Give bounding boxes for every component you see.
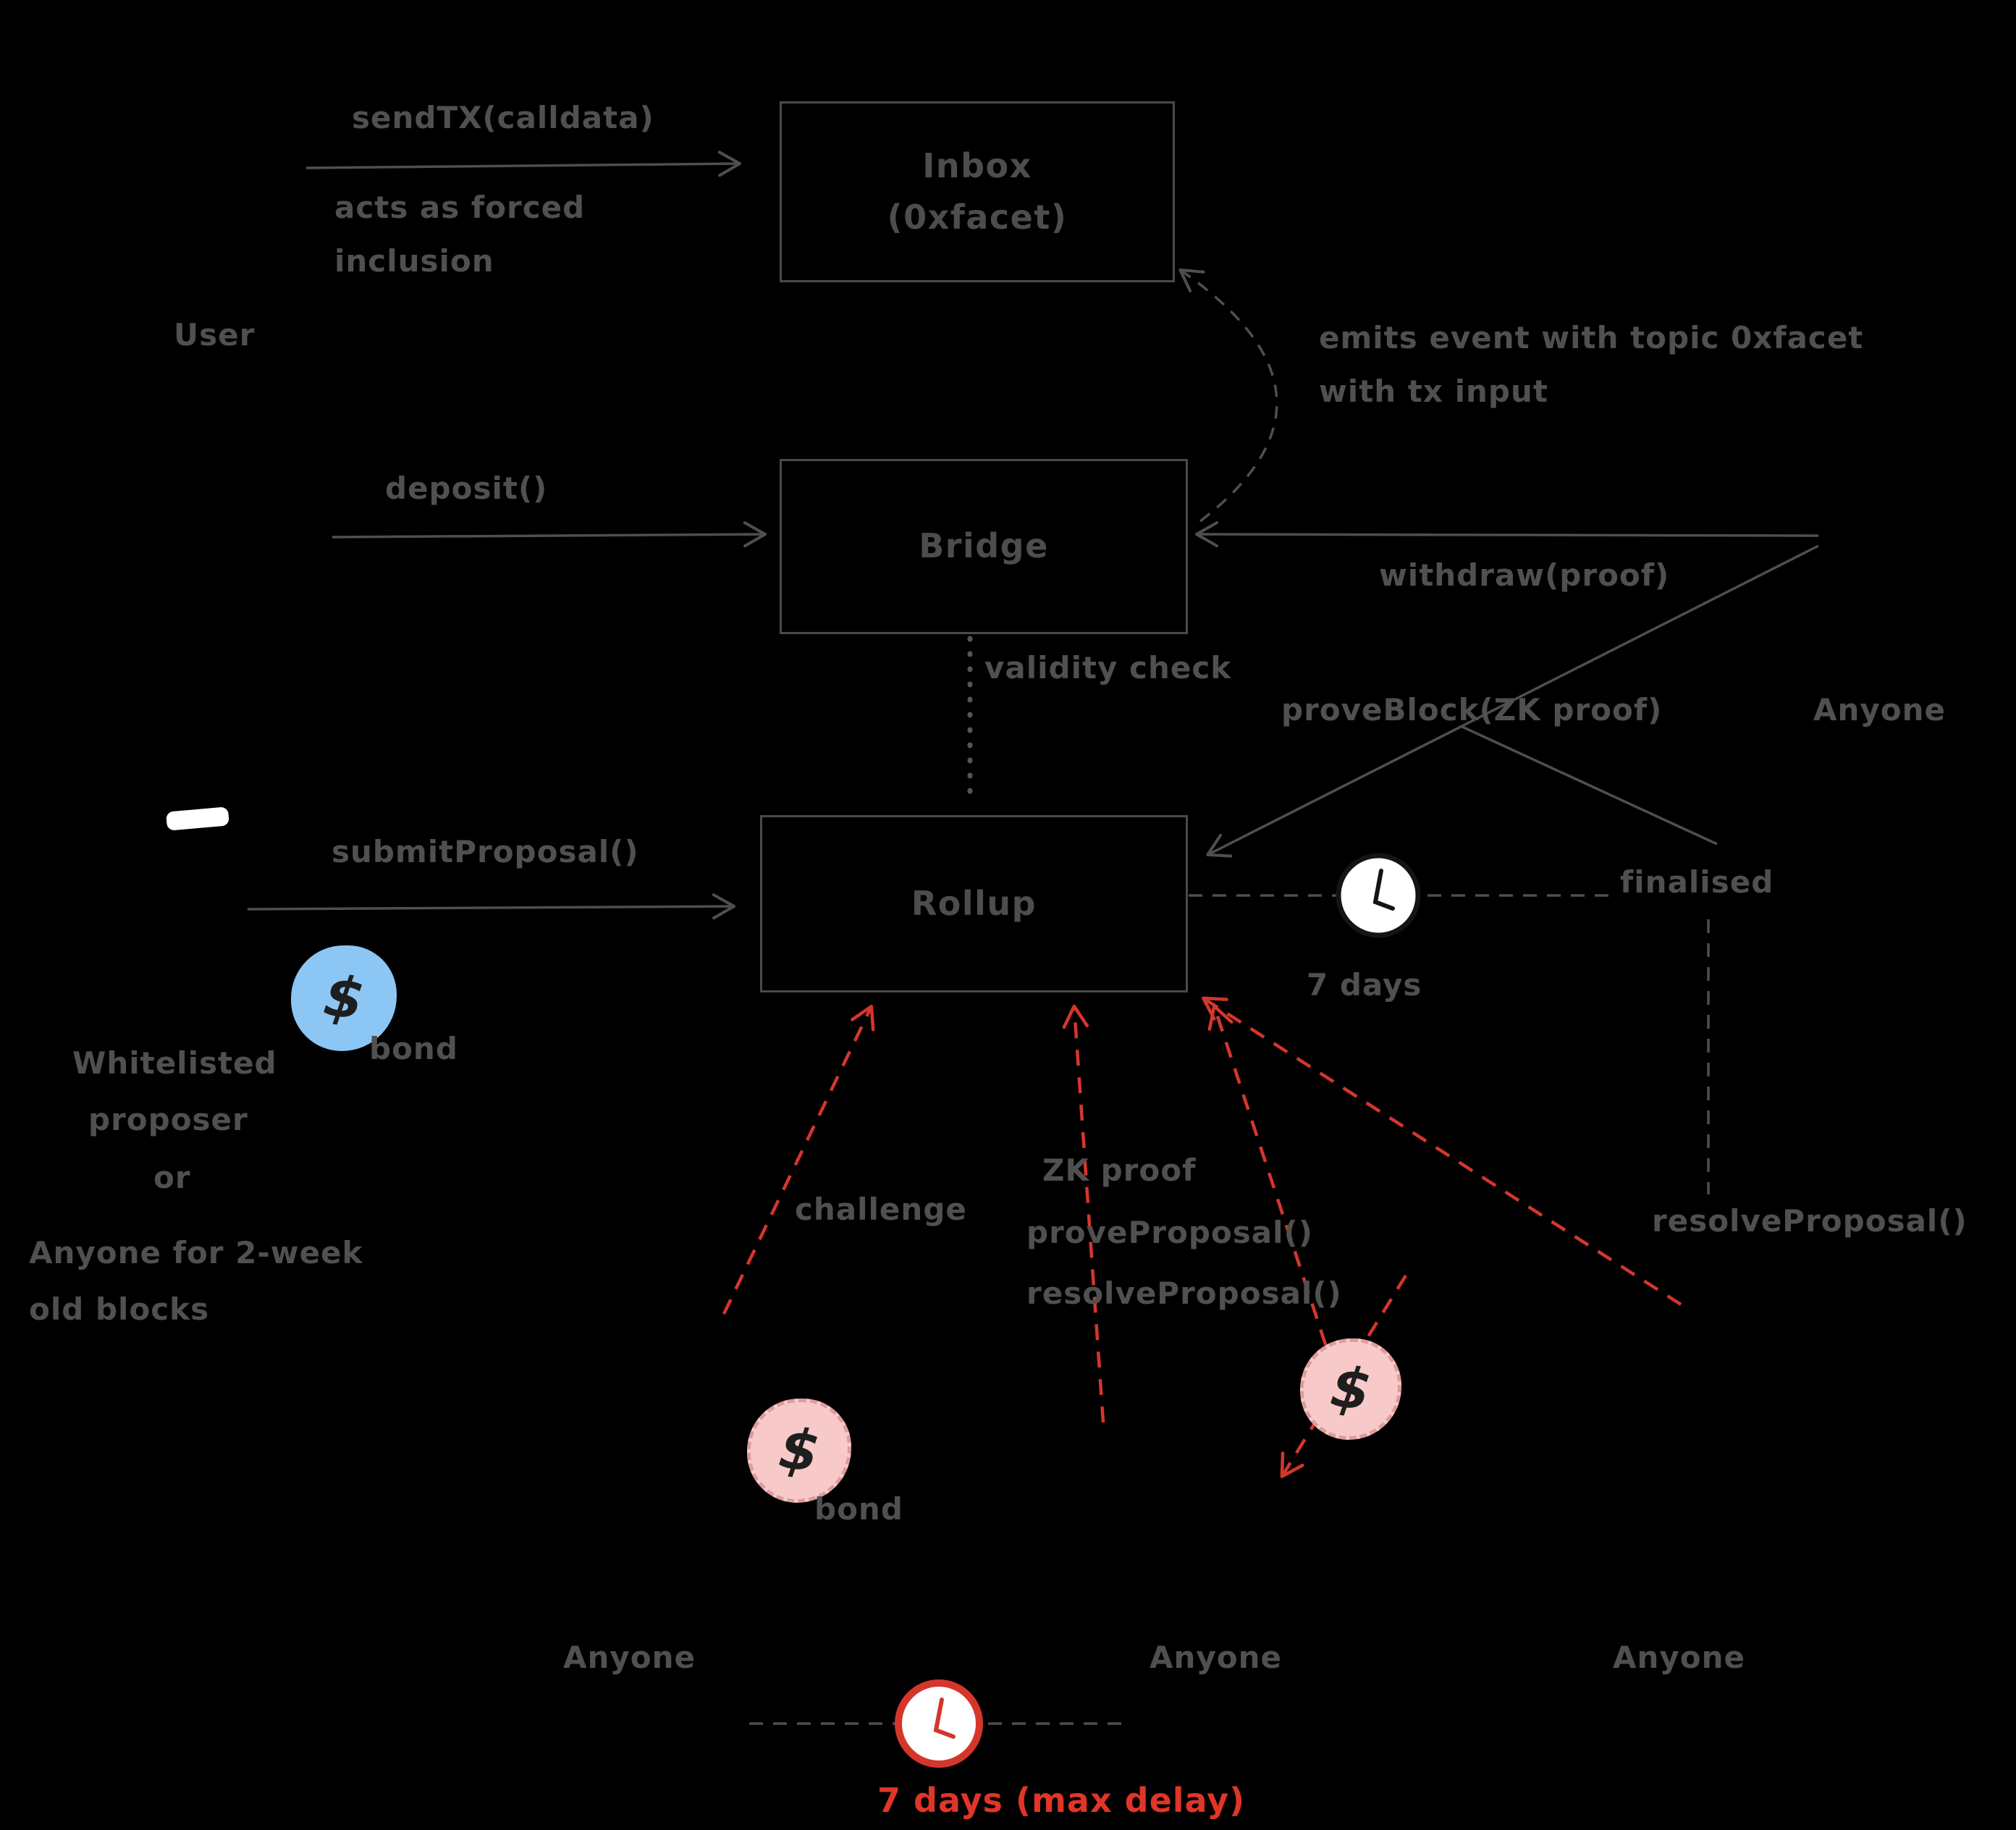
label-withdraw: withdraw(proof) xyxy=(1379,557,1670,593)
label-anyone-bottom-left: Anyone xyxy=(563,1640,696,1675)
label-whitelisted-3: or xyxy=(153,1160,191,1195)
label-emits-event-2: with tx input xyxy=(1319,374,1548,409)
label-whitelisted-4: Anyone for 2-week xyxy=(29,1235,363,1270)
arrow-submit-proposal xyxy=(247,893,735,920)
label-whitelisted-1: Whitelisted xyxy=(72,1045,277,1081)
dollar-icon: $ xyxy=(319,963,368,1034)
rollup-box: Rollup xyxy=(760,815,1188,992)
bond-coin-pink-right: $ xyxy=(1300,1338,1401,1440)
line-prove-block-branch xyxy=(1462,725,1718,846)
label-prove-block: proveBlock(ZK proof) xyxy=(1281,692,1663,728)
arrow-prove-block xyxy=(1206,544,1819,858)
dollar-icon: $ xyxy=(775,1415,824,1486)
label-anyone-top-right: Anyone xyxy=(1813,692,1947,728)
label-validity-check: validity check xyxy=(984,650,1232,686)
label-prove-proposal: proveProposal() xyxy=(1026,1215,1313,1250)
label-forced-inclusion-1: acts as forced xyxy=(334,190,586,225)
label-zk-proof: ZK proof xyxy=(1042,1152,1197,1188)
label-submit-proposal: submitProposal() xyxy=(332,834,639,869)
arrow-deposit xyxy=(332,521,767,548)
arrow-resolve-proposal-right xyxy=(1202,996,1682,1306)
label-send-tx: sendTX(calldata) xyxy=(352,100,654,135)
label-anyone-bottom-right: Anyone xyxy=(1613,1640,1746,1675)
label-whitelisted-2: proposer xyxy=(88,1102,248,1137)
label-deposit: deposit() xyxy=(385,471,548,506)
clock-red-icon xyxy=(895,1679,983,1768)
label-challenge: challenge xyxy=(795,1192,967,1227)
arrow-emits-event xyxy=(1178,268,1278,523)
label-seven-days: 7 days xyxy=(1307,967,1422,1003)
arrow-send-tx xyxy=(305,151,741,177)
label-resolve-proposal-right: resolveProposal() xyxy=(1652,1203,1968,1239)
bond-coin-blue: $ xyxy=(291,945,397,1051)
label-anyone-bottom-mid: Anyone xyxy=(1150,1640,1283,1675)
rollup-label: Rollup xyxy=(911,883,1037,923)
inbox-label-line2: (0xfacet) xyxy=(887,198,1068,237)
label-whitelisted-5: old blocks xyxy=(29,1291,210,1327)
arrow-withdraw xyxy=(1195,521,1819,548)
label-max-delay: 7 days (max delay) xyxy=(877,1781,1246,1820)
arrow-challenge xyxy=(722,1004,875,1315)
inbox-label-line1: Inbox xyxy=(922,146,1032,185)
label-finalised: finalised xyxy=(1620,864,1774,900)
inbox-box: Inbox (0xfacet) xyxy=(780,101,1175,282)
bond-coin-pink-left: $ xyxy=(747,1399,851,1503)
label-resolve-proposal-mid: resolveProposal() xyxy=(1026,1275,1342,1311)
label-bond-pink: bond xyxy=(814,1491,903,1527)
clock-icon xyxy=(1336,853,1421,938)
dollar-icon: $ xyxy=(1326,1354,1375,1425)
bridge-box: Bridge xyxy=(780,459,1188,634)
label-user: User xyxy=(174,317,256,353)
arrow-resolve-proposal-mid xyxy=(1207,1004,1345,1398)
label-emits-event-1: emits event with topic 0xfacet xyxy=(1319,320,1864,355)
bridge-label: Bridge xyxy=(919,526,1049,566)
label-bond-blue: bond xyxy=(369,1031,458,1066)
arrow-prove-proposal xyxy=(1062,1004,1105,1423)
label-forced-inclusion-2: inclusion xyxy=(334,243,494,279)
